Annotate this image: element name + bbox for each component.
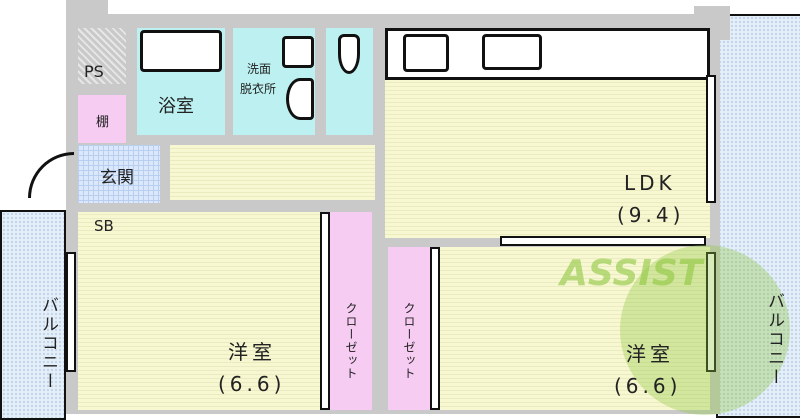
label-entrance: 玄関 (100, 168, 134, 188)
label-shoe-box: SB (94, 217, 114, 235)
western-room-right (440, 247, 710, 410)
shelf (78, 95, 126, 143)
sliding-door-ldk (500, 236, 706, 246)
label-shelf: 棚 (96, 115, 110, 130)
entrance (78, 145, 160, 203)
watermark-text: ASSIST (560, 253, 703, 294)
closet-door-right (430, 247, 440, 410)
label-bath: 浴室 (158, 96, 194, 117)
label-western-right-size: (6.6) (614, 374, 682, 398)
ps-shaft (78, 28, 126, 84)
window-ldk (706, 75, 716, 203)
label-balcony-right: バルコニー (764, 292, 784, 387)
stove-icon (403, 34, 449, 72)
window-left-room (66, 252, 76, 372)
toilet-icon (338, 34, 360, 74)
hallway (170, 145, 375, 200)
label-western-left-size: (6.6) (218, 372, 286, 396)
washing-machine-icon (282, 36, 314, 68)
pillar-top-left (66, 0, 108, 30)
closet-right (388, 247, 430, 410)
label-ldk-size: (9.4) (617, 203, 685, 227)
watermark-logo (620, 245, 790, 415)
entrance-door-icon (28, 152, 74, 198)
label-ps: PS (84, 62, 104, 81)
label-closet-right: クローゼット (402, 302, 416, 380)
western-room-left (78, 212, 320, 410)
label-washroom-1: 洗面 (247, 62, 272, 76)
label-ldk: LDK (624, 171, 676, 195)
sink-icon (482, 34, 542, 70)
label-western-right: 洋室 (626, 342, 674, 366)
bathtub-icon (140, 30, 222, 72)
closet-door-left (320, 212, 330, 410)
label-washroom-2: 脱衣所 (240, 82, 277, 96)
closet-left (330, 212, 372, 410)
label-western-left: 洋室 (228, 340, 276, 364)
window-right-room (706, 252, 716, 372)
washbasin-icon (286, 78, 314, 120)
balcony-left (0, 210, 66, 420)
label-balcony-left: バルコニー (38, 296, 58, 391)
label-closet-left: クローゼット (344, 302, 358, 380)
